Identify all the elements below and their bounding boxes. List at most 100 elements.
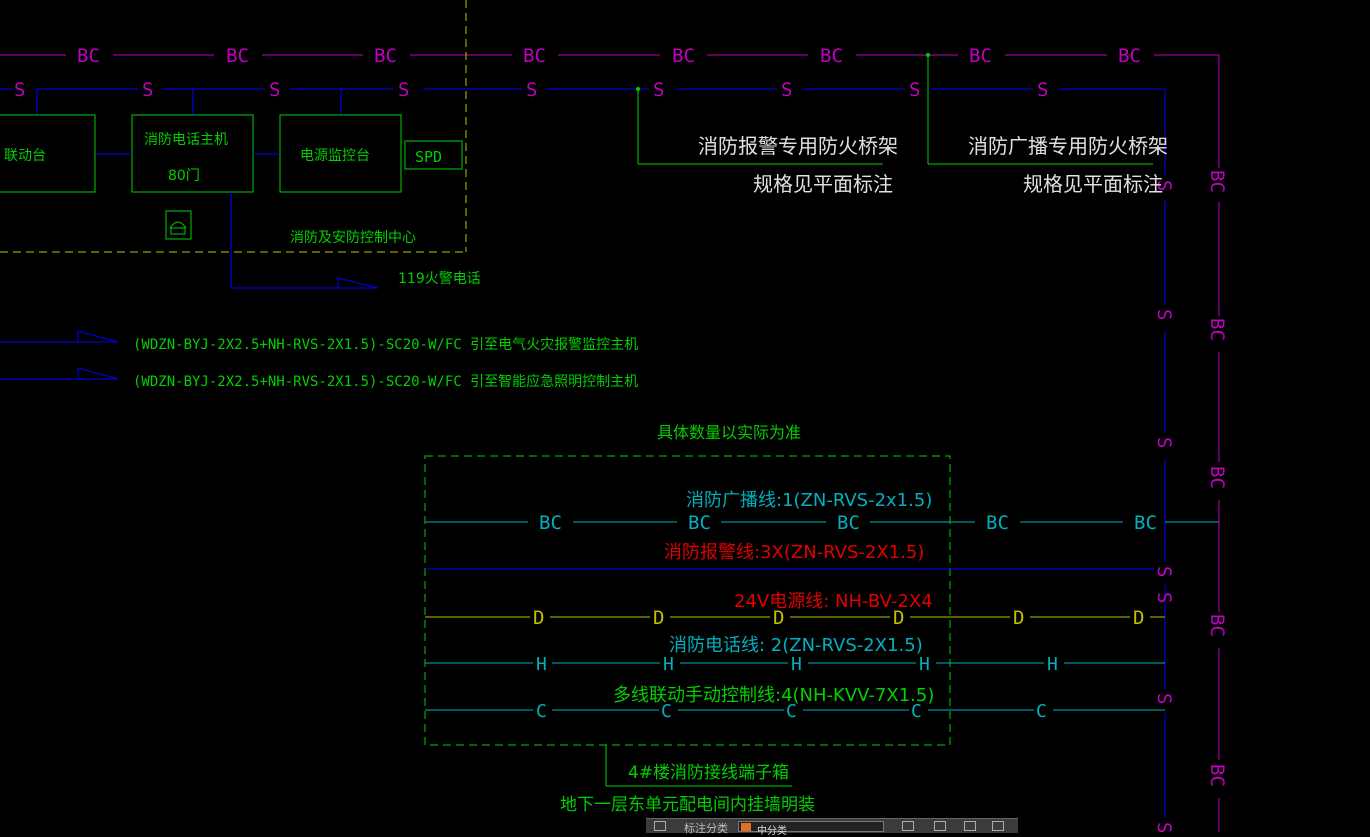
copy-icon[interactable] bbox=[964, 821, 976, 831]
c-label: C bbox=[1036, 701, 1047, 722]
s-label: S bbox=[1153, 693, 1175, 704]
h-label: H bbox=[919, 654, 930, 675]
arrow-icon[interactable] bbox=[934, 821, 946, 831]
terminal-box-leader bbox=[605, 745, 792, 787]
junction-dot bbox=[636, 87, 640, 91]
broadcast-tray-spec: 规格见平面标注 bbox=[1023, 172, 1163, 196]
c-label: C bbox=[661, 701, 672, 722]
broadcast-line-label: 消防广播线:1(ZN-RVS-2x1.5) bbox=[686, 490, 932, 511]
cad-status-toolbar: 标注分类 中分类 bbox=[646, 818, 1018, 837]
phone-line-label: 消防电话线: 2(ZN-RVS-2X1.5) bbox=[669, 635, 923, 656]
control-center-label: 消防及安防控制中心 bbox=[290, 230, 416, 246]
feeder-lines bbox=[0, 330, 119, 380]
h-label: H bbox=[1047, 654, 1058, 675]
s-label: S bbox=[1153, 309, 1175, 320]
h-label: H bbox=[791, 654, 802, 675]
bc-label: BC bbox=[1118, 45, 1141, 67]
bc-label: BC bbox=[374, 45, 397, 67]
bc-label: BC bbox=[986, 512, 1009, 534]
s-label: S bbox=[1153, 822, 1175, 832]
s-labels-top: S S S S S S S S S bbox=[14, 79, 1048, 101]
toolbar-label: 标注分类 bbox=[684, 822, 728, 835]
s-label: S bbox=[1153, 180, 1175, 191]
junction-dot bbox=[926, 53, 930, 57]
power-monitor-label: 电源监控台 bbox=[300, 148, 370, 164]
equipment-links bbox=[95, 153, 379, 289]
feed-label: (WDZN-BYJ-2X2.5+NH-RVS-2X1.5)-SC20-W/FC … bbox=[133, 373, 638, 390]
feed-label: (WDZN-BYJ-2X2.5+NH-RVS-2X1.5)-SC20-W/FC … bbox=[133, 336, 638, 353]
d-label: D bbox=[653, 607, 664, 629]
bc-label: BC bbox=[672, 45, 695, 67]
bc-label: BC bbox=[688, 512, 711, 534]
s-label: S bbox=[1153, 566, 1175, 577]
bc-label: BC bbox=[969, 45, 992, 67]
d-label: D bbox=[1133, 607, 1144, 629]
c-label: C bbox=[786, 701, 797, 722]
bc-label: BC bbox=[1206, 466, 1228, 489]
alarm-line-label: 消防报警线:3X(ZN-RVS-2X1.5) bbox=[664, 542, 924, 563]
alarm-tray-label: 消防报警专用防火桥架 bbox=[698, 134, 898, 158]
c-label: C bbox=[536, 701, 547, 722]
bc-labels-vertical: BC BC BC BC BC bbox=[1206, 170, 1228, 787]
tray-leaders bbox=[637, 55, 1153, 165]
s-labels-vertical: S S S S bbox=[1153, 180, 1175, 704]
s-label: S bbox=[1153, 592, 1175, 603]
s-label: S bbox=[781, 79, 792, 101]
edit-icon[interactable] bbox=[902, 821, 914, 831]
linkage-console-label: 联动台 bbox=[4, 148, 46, 164]
bc-label: BC bbox=[1206, 170, 1228, 193]
save-icon[interactable] bbox=[992, 821, 1004, 831]
spd-label: SPD bbox=[415, 148, 442, 166]
legend-box bbox=[424, 455, 951, 746]
s-label: S bbox=[1037, 79, 1048, 101]
equipment-labels: 联动台 消防电话主机 80门 电源监控台 消防及安防控制中心 119火警电话 bbox=[4, 132, 481, 287]
bc-bus-top bbox=[0, 54, 1220, 832]
terminal-box-location: 地下一层东单元配电间内挂墙明装 bbox=[560, 795, 815, 815]
d-label: D bbox=[893, 607, 904, 629]
h-label: H bbox=[663, 654, 674, 675]
broadcast-tray-label: 消防广播专用防火桥架 bbox=[968, 134, 1168, 158]
power-line-label: 24V电源线: NH-BV-2X4 bbox=[734, 591, 933, 612]
layer-color-swatch bbox=[741, 823, 751, 831]
s-label: S bbox=[909, 79, 920, 101]
bc-label: BC bbox=[539, 512, 562, 534]
bc-label: BC bbox=[1206, 614, 1228, 637]
s-label: S bbox=[142, 79, 153, 101]
legend-d-labels: D D D D D D bbox=[533, 607, 1144, 629]
bc-label: BC bbox=[523, 45, 546, 67]
h-label: H bbox=[536, 654, 547, 675]
legend-bc-labels: BC BC BC BC BC bbox=[539, 512, 1157, 534]
terminal-box-name: 4#楼消防接线端子箱 bbox=[628, 763, 789, 783]
layer-dropdown[interactable]: 中分类 bbox=[738, 821, 884, 837]
fire-alarm-phone-label: 119火警电话 bbox=[398, 271, 481, 287]
bc-label: BC bbox=[1134, 512, 1157, 534]
s-bus-top bbox=[0, 88, 1166, 818]
bc-label: BC bbox=[820, 45, 843, 67]
c-label: C bbox=[911, 701, 922, 722]
s-label: S bbox=[398, 79, 409, 101]
s-label: S bbox=[1153, 437, 1175, 448]
control-center-border bbox=[0, 0, 467, 253]
bc-label: BC bbox=[837, 512, 860, 534]
bc-label: BC bbox=[1206, 318, 1228, 341]
s-label: S bbox=[526, 79, 537, 101]
control-line-label: 多线联动手动控制线:4(NH-KVV-7X1.5) bbox=[613, 685, 934, 706]
tray-notes: 消防报警专用防火桥架 规格见平面标注 消防广播专用防火桥架 规格见平面标注 bbox=[698, 134, 1168, 196]
d-label: D bbox=[533, 607, 544, 629]
bc-label: BC bbox=[1206, 764, 1228, 787]
phone-host-label: 消防电话主机 bbox=[144, 132, 228, 148]
bc-label: BC bbox=[77, 45, 100, 67]
alarm-tray-spec: 规格见平面标注 bbox=[753, 172, 893, 196]
phone-icon bbox=[165, 210, 192, 240]
phone-host-ports: 80门 bbox=[168, 168, 200, 184]
bc-label: BC bbox=[226, 45, 249, 67]
s-label: S bbox=[14, 79, 25, 101]
settings-icon[interactable] bbox=[654, 821, 666, 831]
spd-box bbox=[404, 140, 463, 170]
d-label: D bbox=[773, 607, 784, 629]
legend-c-labels: C C C C C bbox=[536, 701, 1047, 722]
s-label: S bbox=[653, 79, 664, 101]
bc-labels-top: BC BC BC BC BC BC BC BC bbox=[77, 45, 1141, 67]
legend-h-labels: H H H H H bbox=[536, 654, 1058, 675]
